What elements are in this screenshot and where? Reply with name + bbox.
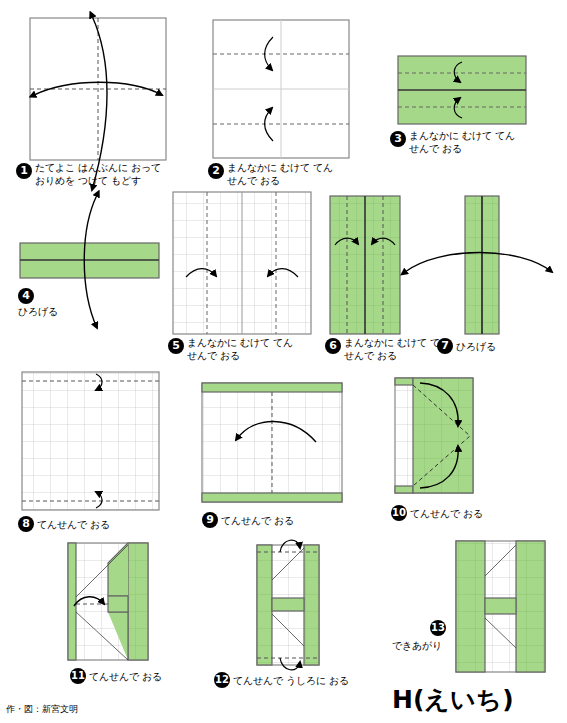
step1-paper xyxy=(30,16,166,190)
step-number: 5 xyxy=(168,338,184,354)
step-number: 8 xyxy=(18,516,34,532)
step10-paper xyxy=(395,378,473,493)
step8-paper xyxy=(22,372,159,510)
step11-paper xyxy=(68,543,148,660)
step-instruction: できあがり xyxy=(392,640,462,653)
step7-paper xyxy=(405,196,552,334)
step-instruction: まんなかに むけて てんせんで おる xyxy=(227,162,337,187)
step-number: 6 xyxy=(325,338,341,354)
step13-finished xyxy=(456,541,545,672)
credit-note: 作・図：新宮文明 xyxy=(6,704,166,715)
step-number: 9 xyxy=(202,512,218,528)
step-number: 4 xyxy=(18,288,34,304)
step-instruction: まんなかに むけて てんせんで おる xyxy=(187,337,297,362)
step-instruction: まんなかに むけて てんせんで おる xyxy=(409,130,519,155)
step-instruction: たてよこ はんぶんに おって おりめを つけて もどす xyxy=(35,162,165,187)
step-instruction: てんせんで うしろに おる xyxy=(233,675,383,688)
step12-paper xyxy=(257,540,319,670)
diagram-title: H(えいち) xyxy=(392,683,514,716)
step-instruction: てんせんで おる xyxy=(37,519,147,532)
step9-paper xyxy=(202,383,342,502)
step-instruction: ひろげる xyxy=(456,341,536,354)
step-instruction: てんせんで おる xyxy=(89,671,199,684)
step5-paper xyxy=(173,192,311,334)
step-number: 3 xyxy=(390,131,406,147)
step2-paper xyxy=(213,20,349,158)
step-number: 2 xyxy=(208,163,224,179)
step-number: 11 xyxy=(70,668,86,684)
step-instruction: てんせんで おる xyxy=(410,508,520,521)
step-number: 12 xyxy=(214,672,230,688)
step6-paper xyxy=(330,196,400,334)
step3-paper xyxy=(398,56,526,124)
step-number: 10 xyxy=(391,505,407,521)
step-number: 7 xyxy=(437,338,453,354)
step-instruction: てんせんで おる xyxy=(221,515,331,528)
step-number: 13 xyxy=(430,620,446,636)
step-number: 1 xyxy=(16,163,32,179)
step-instruction: ひろげる xyxy=(18,306,108,319)
